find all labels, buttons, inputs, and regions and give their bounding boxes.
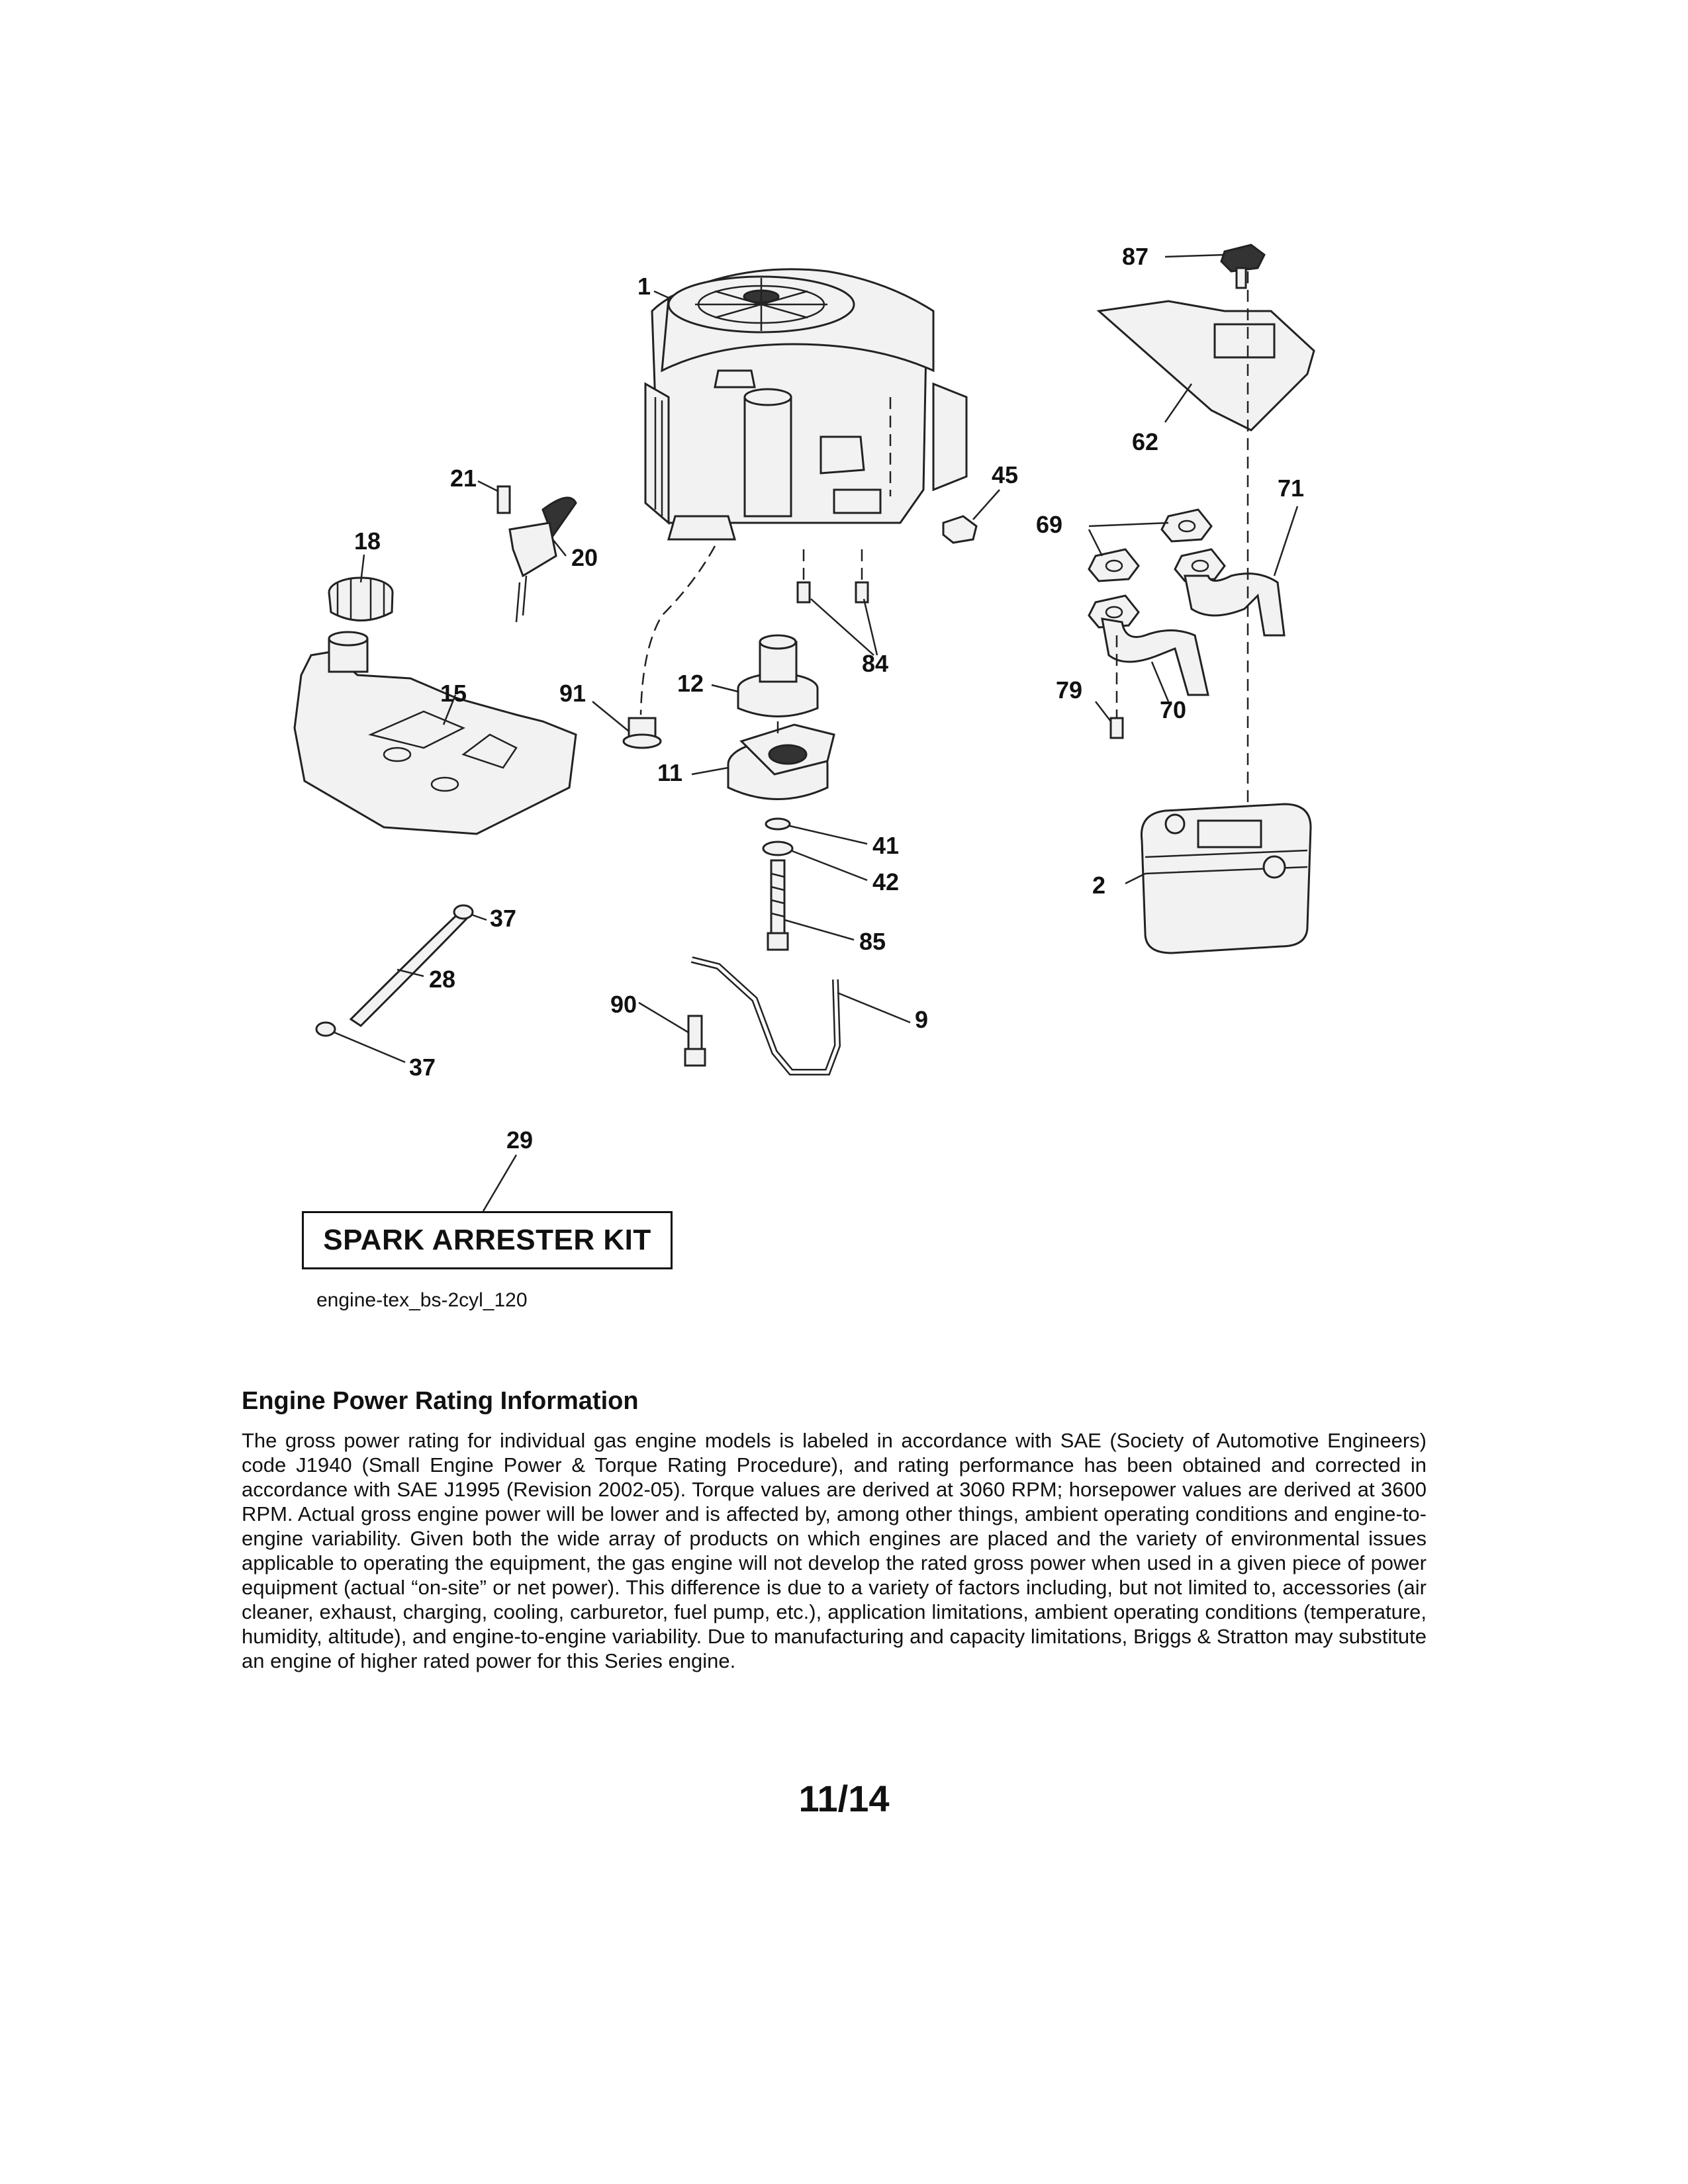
lock-washer-part <box>762 841 794 856</box>
pulley-part <box>737 634 819 717</box>
muffler-part <box>1140 803 1312 954</box>
engine-part <box>644 268 968 541</box>
callout-28: 28 <box>429 966 455 993</box>
callout-69: 69 <box>1036 511 1062 538</box>
callout-91: 91 <box>559 680 586 707</box>
washer-part <box>765 817 791 831</box>
engine-rod-part <box>690 956 841 1075</box>
callout-70: 70 <box>1160 696 1186 723</box>
exhaust-pipe-right-part <box>1184 572 1286 637</box>
bolt-part <box>796 581 869 604</box>
spark-arrester-kit-box: SPARK ARRESTER KIT <box>302 1211 673 1269</box>
nut-part <box>942 515 978 544</box>
callout-41: 41 <box>872 832 899 859</box>
page-number: 11/14 <box>798 1778 890 1819</box>
knob-part <box>1220 244 1266 289</box>
hose-clamp-part <box>453 904 474 920</box>
clutch-part <box>727 723 835 800</box>
clutch-bolt-part <box>767 859 789 951</box>
fuel-cap-part <box>328 576 394 621</box>
callout-29: 29 <box>506 1126 533 1154</box>
callout-18: 18 <box>354 527 381 555</box>
callout-37-lower: 37 <box>409 1054 436 1081</box>
callout-9: 9 <box>915 1006 928 1033</box>
muffler-bolt-part <box>1109 717 1124 739</box>
heat-shield-part <box>1096 300 1315 432</box>
callout-79: 79 <box>1056 676 1082 704</box>
callout-1: 1 <box>637 273 651 300</box>
callout-2: 2 <box>1092 872 1105 899</box>
callout-11: 11 <box>657 759 682 786</box>
spark-arrester-kit-label: SPARK ARRESTER KIT <box>323 1224 651 1256</box>
callout-85: 85 <box>859 928 886 955</box>
exhaust-pipe-left-part <box>1101 617 1209 696</box>
section-heading: Engine Power Rating Information <box>242 1387 639 1415</box>
section-body: The gross power rating for individual ga… <box>242 1429 1427 1672</box>
callout-62: 62 <box>1132 428 1158 455</box>
throttle-control-part <box>496 485 577 623</box>
callout-45: 45 <box>992 461 1018 488</box>
grommet-part <box>622 717 662 749</box>
rod-bolt-part <box>684 1015 706 1067</box>
callout-84: 84 <box>862 650 888 677</box>
callout-90: 90 <box>610 991 637 1018</box>
callout-21: 21 <box>450 465 477 492</box>
hose-clamp-lower-part <box>315 1021 336 1037</box>
callout-37-upper: 37 <box>490 905 516 932</box>
parts-diagram: 1 87 62 45 71 21 20 18 69 84 15 91 12 79… <box>293 243 1315 1212</box>
callout-42: 42 <box>872 868 899 895</box>
leader-lines <box>334 253 1299 1212</box>
callout-87: 87 <box>1122 243 1149 270</box>
diagram-code: engine-tex_bs-2cyl_120 <box>316 1289 528 1311</box>
callout-12: 12 <box>677 670 704 697</box>
callout-71: 71 <box>1278 475 1304 502</box>
callout-15: 15 <box>440 680 467 707</box>
fuel-line-part <box>349 908 471 1027</box>
fuel-tank-part <box>293 631 577 835</box>
callout-20: 20 <box>571 544 598 571</box>
